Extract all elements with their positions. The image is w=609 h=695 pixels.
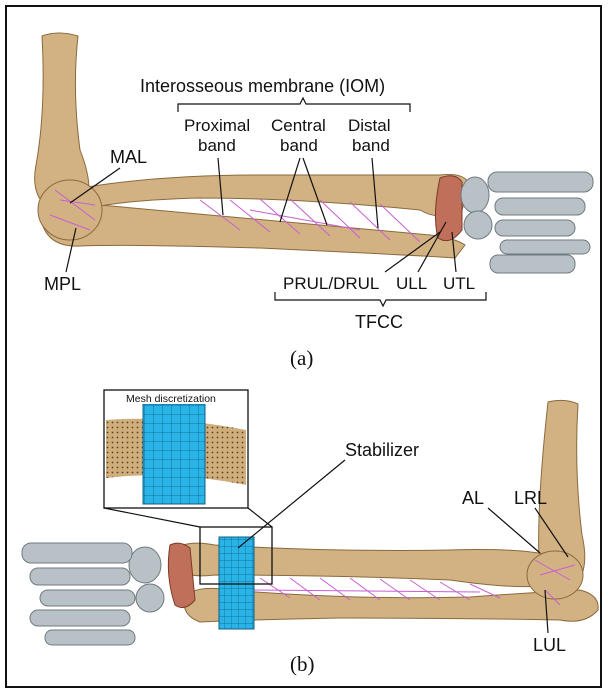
label-central-line2: band xyxy=(280,136,318,155)
label-proximal-line1: Proximal xyxy=(184,116,250,135)
label-distal-line2: band xyxy=(352,136,390,155)
panel-a: Interosseous membrane (IOM) Proximal ban… xyxy=(35,33,593,370)
elbow-joint-a xyxy=(38,180,102,240)
elbow-joint-b xyxy=(527,551,583,599)
label-central-line1: Central xyxy=(271,116,326,135)
hand-bones-b xyxy=(22,543,164,645)
leader-stabilizer xyxy=(238,460,345,548)
iom-title: Interosseous membrane (IOM) xyxy=(140,76,385,96)
leader-al xyxy=(488,508,540,553)
iom-bracket xyxy=(178,98,410,112)
stabilizer-mesh xyxy=(219,537,254,629)
hand-bones-a xyxy=(461,172,593,273)
label-utl: UTL xyxy=(443,274,475,293)
zoom-line-right xyxy=(248,508,272,527)
label-lrl: LRL xyxy=(514,488,547,508)
inset-title: Mesh discretization xyxy=(126,393,216,405)
label-stabilizer: Stabilizer xyxy=(345,440,419,460)
label-mpl: MPL xyxy=(44,274,81,294)
label-lul: LUL xyxy=(533,635,566,655)
label-tfcc: TFCC xyxy=(355,312,403,332)
label-ull: ULL xyxy=(396,274,427,293)
tfcc-bracket xyxy=(275,292,486,306)
label-prul-drul: PRUL/DRUL xyxy=(283,274,379,293)
panel-b: Mesh discretization Stabilizer AL LRL LU… xyxy=(22,390,598,676)
label-mal: MAL xyxy=(110,147,147,167)
mesh-inset: Mesh discretization xyxy=(104,390,248,508)
label-proximal-line2: band xyxy=(198,136,236,155)
caption-a: (a) xyxy=(290,346,313,370)
label-al: AL xyxy=(462,488,484,508)
tfcc-region-a xyxy=(435,176,462,241)
zoom-line-left xyxy=(104,508,200,527)
caption-b: (b) xyxy=(290,652,315,676)
label-distal-line1: Distal xyxy=(348,116,391,135)
